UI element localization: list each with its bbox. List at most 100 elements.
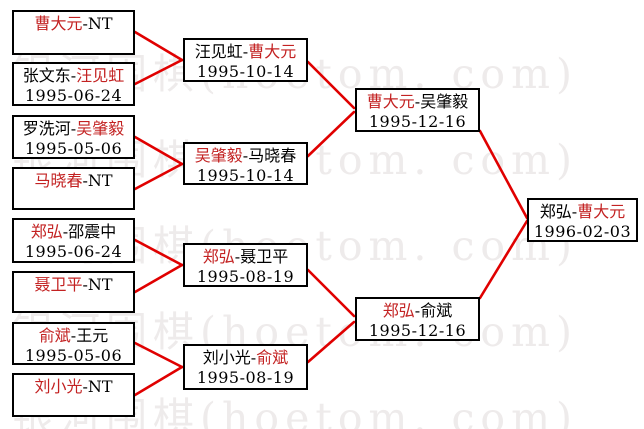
- dash-separator: -: [250, 348, 257, 367]
- match-players: 汪见虹-曹大元: [185, 42, 306, 62]
- player2-name: 曹大元: [577, 202, 626, 221]
- player1-name: 郑弘: [382, 301, 415, 320]
- connector-line: [306, 320, 356, 364]
- player2-name: 马晓春: [248, 146, 297, 165]
- match-box-r1m2: 张文东-汪见虹 1995-06-24: [12, 62, 135, 106]
- connector-line: [133, 341, 184, 369]
- match-date: 1995-05-06: [24, 139, 123, 158]
- dash-separator: -: [414, 92, 421, 111]
- match-date: 1995-10-14: [196, 62, 295, 81]
- match-players: 刘小光-俞斌: [185, 348, 306, 368]
- player1-name: 刘小光: [202, 348, 251, 367]
- dash-separator: -: [70, 326, 77, 345]
- connector-line: [133, 238, 184, 267]
- match-box-r2m3: 郑弘-聂卫平 1995-08-19: [183, 243, 308, 287]
- player1-name: 罗洗河: [22, 119, 71, 138]
- dash-separator: -: [242, 42, 249, 61]
- match-box-r1m6: 聂卫平-NT: [12, 271, 135, 313]
- match-players: 马晓春-NT: [14, 171, 133, 191]
- player1-name: 郑弘: [539, 202, 572, 221]
- dash-separator: -: [571, 202, 578, 221]
- match-players: 俞斌-王元: [14, 326, 133, 346]
- player2-name: NT: [87, 275, 113, 294]
- player1-name: 曹大元: [34, 14, 83, 33]
- player2-name: 吴肇毅: [420, 92, 469, 111]
- match-box-r1m4: 马晓春-NT: [12, 167, 135, 210]
- match-date: 1996-02-03: [533, 222, 632, 241]
- player1-name: 俞斌: [38, 326, 71, 345]
- connector-line: [133, 162, 184, 191]
- match-players: 郑弘-俞斌: [357, 301, 478, 321]
- dash-separator: -: [234, 247, 241, 266]
- player2-name: 俞斌: [420, 301, 453, 320]
- match-players: 郑弘-邵震中: [14, 222, 133, 242]
- match-box-r1m1: 曹大元-NT: [12, 10, 135, 55]
- connector-line: [133, 365, 184, 397]
- match-players: 曹大元-吴肇毅: [357, 92, 478, 112]
- match-players: 刘小光-NT: [14, 377, 133, 397]
- player1-name: 张文东: [22, 66, 71, 85]
- match-date: 1995-10-14: [196, 166, 295, 185]
- match-date: 1995-06-24: [24, 86, 123, 105]
- match-players: 聂卫平-NT: [14, 275, 133, 295]
- player1-name: 郑弘: [30, 222, 63, 241]
- connector-line: [306, 110, 356, 158]
- match-box-r2m1: 汪见虹-曹大元 1995-10-14: [183, 38, 308, 82]
- match-box-r2m4: 刘小光-俞斌 1995-08-19: [183, 344, 308, 390]
- dash-separator: -: [82, 377, 88, 396]
- dash-separator: -: [70, 66, 77, 85]
- player2-name: 曹大元: [248, 42, 297, 61]
- match-date: 1995-12-16: [368, 321, 467, 340]
- match-players: 吴肇毅-马晓春: [185, 146, 306, 166]
- match-box-r3m1: 曹大元-吴肇毅 1995-12-16: [355, 88, 480, 132]
- match-players: 郑弘-聂卫平: [185, 247, 306, 267]
- dash-separator: -: [82, 14, 88, 33]
- match-box-final: 郑弘-曹大元 1996-02-03: [527, 198, 638, 242]
- match-date: 1995-08-19: [196, 368, 295, 387]
- dash-separator: -: [242, 146, 249, 165]
- player1-name: 马晓春: [34, 171, 83, 190]
- player2-name: 俞斌: [256, 348, 289, 367]
- match-box-r1m3: 罗洗河-吴肇毅 1995-05-06: [12, 115, 135, 159]
- connector-line: [133, 30, 184, 62]
- dash-separator: -: [82, 171, 88, 190]
- player2-name: 王元: [76, 326, 109, 345]
- player2-name: 汪见虹: [76, 66, 125, 85]
- match-date: 1995-12-16: [368, 112, 467, 131]
- match-box-r3m2: 郑弘-俞斌 1995-12-16: [355, 297, 480, 341]
- match-date: 1995-06-24: [24, 242, 123, 261]
- dash-separator: -: [62, 222, 69, 241]
- connector-line: [133, 263, 184, 294]
- connector-line: [478, 219, 529, 300]
- match-box-r1m8: 刘小光-NT: [12, 373, 135, 417]
- player2-name: NT: [87, 377, 113, 396]
- match-box-r1m5: 郑弘-邵震中 1995-06-24: [12, 218, 135, 263]
- connector-line: [306, 60, 356, 110]
- player1-name: 吴肇毅: [194, 146, 243, 165]
- player2-name: NT: [87, 14, 113, 33]
- match-players: 罗洗河-吴肇毅: [14, 119, 133, 139]
- match-date: 1995-05-06: [24, 346, 123, 365]
- match-box-r2m2: 吴肇毅-马晓春 1995-10-14: [183, 142, 308, 185]
- player2-name: 吴肇毅: [76, 119, 125, 138]
- player1-name: 聂卫平: [34, 275, 83, 294]
- player1-name: 曹大元: [366, 92, 415, 111]
- player2-name: NT: [87, 171, 113, 190]
- match-box-r1m7: 俞斌-王元 1995-05-06: [12, 322, 135, 365]
- dash-separator: -: [414, 301, 421, 320]
- player1-name: 郑弘: [202, 247, 235, 266]
- dash-separator: -: [82, 275, 88, 294]
- player2-name: 聂卫平: [240, 247, 289, 266]
- match-players: 张文东-汪见虹: [14, 66, 133, 86]
- match-date: 1995-08-19: [196, 267, 295, 286]
- match-players: 曹大元-NT: [14, 14, 133, 34]
- player2-name: 邵震中: [68, 222, 117, 241]
- match-players: 郑弘-曹大元: [529, 202, 636, 222]
- connector-line: [133, 135, 184, 166]
- player1-name: 汪见虹: [194, 42, 243, 61]
- player1-name: 刘小光: [34, 377, 83, 396]
- connector-line: [306, 268, 356, 318]
- dash-separator: -: [70, 119, 77, 138]
